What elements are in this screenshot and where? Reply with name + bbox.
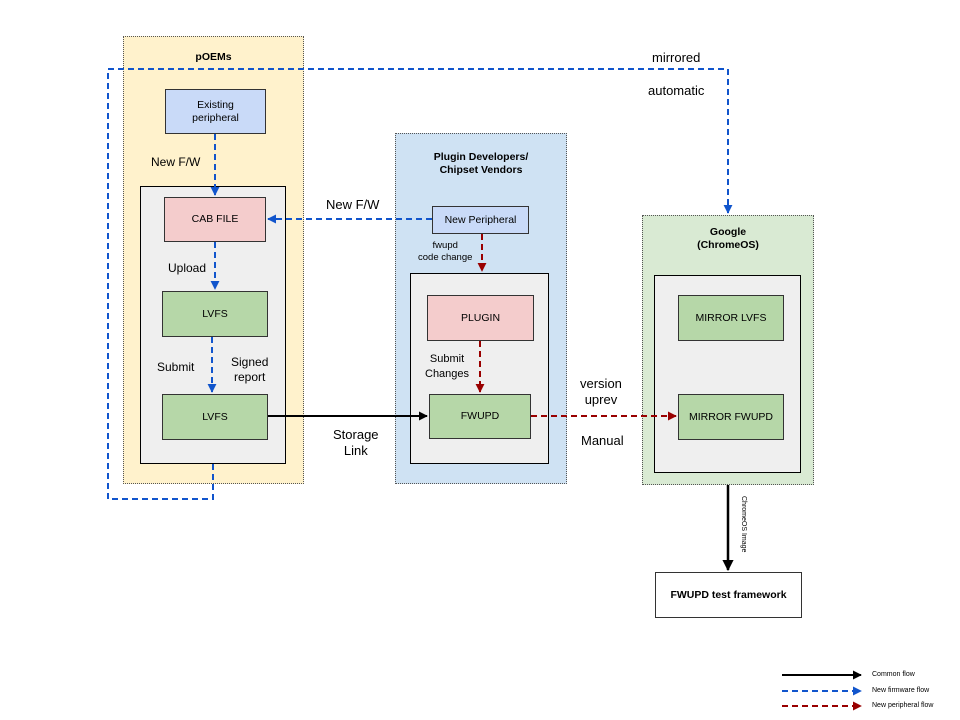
label-new-fw-left: New F/W bbox=[151, 155, 201, 169]
legend-firmware-flow-label: New firmware flow bbox=[872, 687, 930, 694]
fwupd-node: FWUPD bbox=[429, 394, 531, 439]
new-peripheral-node: New Peripheral bbox=[432, 206, 529, 234]
region-plugin-developers-title: Plugin Developers/ Chipset Vendors bbox=[433, 151, 529, 176]
label-chromeos-image: ChromeOS Image bbox=[740, 496, 747, 553]
mirror-lvfs-node: MIRROR LVFS bbox=[678, 295, 784, 341]
mirror-fwupd-node: MIRROR FWUPD bbox=[678, 394, 784, 440]
existing-peripheral-node: Existing peripheral bbox=[165, 89, 266, 134]
legend-peripheral-flow-label: New peripheral flow bbox=[872, 702, 934, 709]
region-google-title: Google (ChromeOS) bbox=[697, 226, 759, 251]
label-submit-changes: Submit Changes bbox=[425, 353, 470, 380]
label-fwupd-code-change: fwupd code change bbox=[418, 240, 473, 263]
arrow-mirrored-loop bbox=[107, 68, 733, 500]
label-signed-report: Signed report bbox=[231, 355, 269, 384]
lvfs-upload-node: LVFS bbox=[162, 291, 268, 337]
label-automatic: automatic bbox=[648, 83, 705, 98]
label-version-uprev: version uprev bbox=[580, 376, 622, 407]
legend-common-flow-label: Common flow bbox=[872, 671, 915, 678]
label-manual: Manual bbox=[581, 433, 624, 448]
label-new-fw-top: New F/W bbox=[326, 197, 380, 212]
region-poems-title: pOEMs bbox=[195, 51, 232, 63]
label-submit: Submit bbox=[157, 360, 195, 374]
cab-file-node: CAB FILE bbox=[164, 197, 266, 242]
label-storage-link: Storage Link bbox=[333, 427, 379, 458]
label-mirrored: mirrored bbox=[652, 50, 701, 65]
label-upload: Upload bbox=[168, 261, 207, 275]
lvfs-signed-node: LVFS bbox=[162, 394, 268, 440]
plugin-node: PLUGIN bbox=[427, 295, 534, 341]
fwupd-test-framework-node: FWUPD test framework bbox=[655, 572, 802, 618]
